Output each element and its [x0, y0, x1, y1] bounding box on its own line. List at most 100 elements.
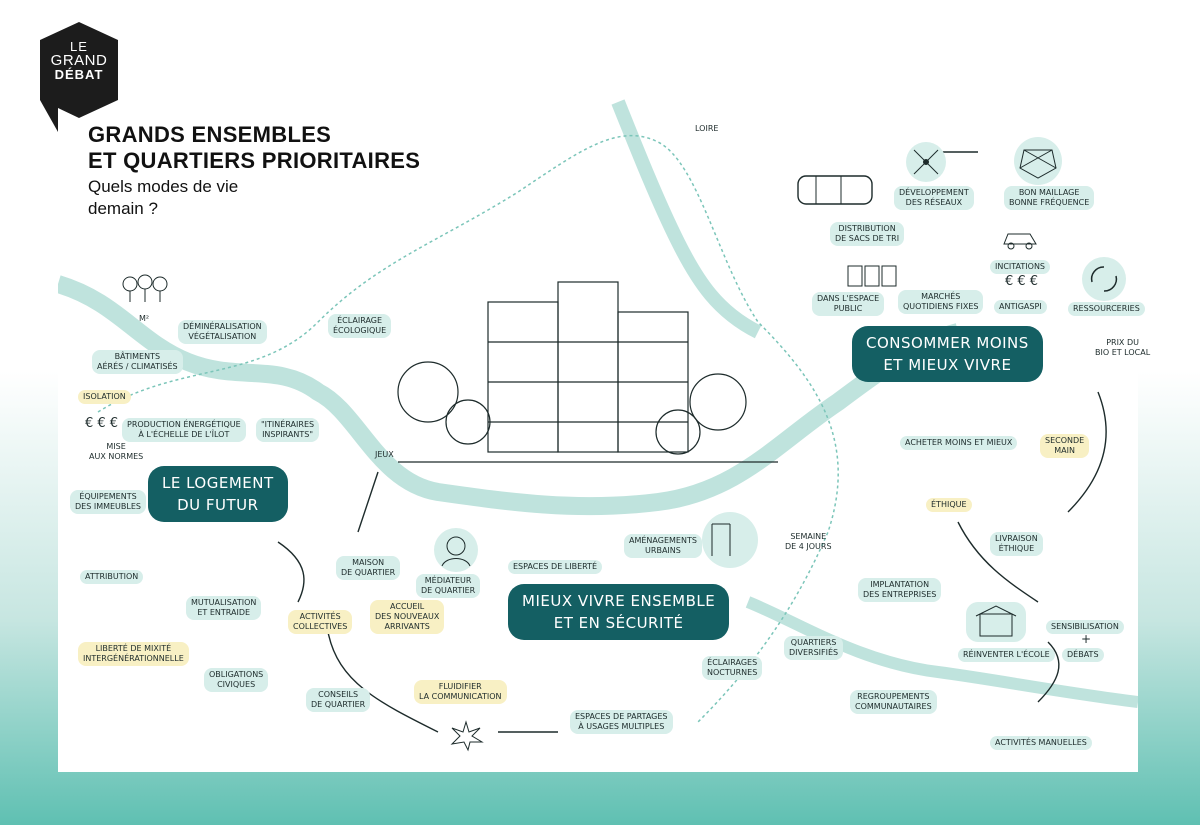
label-semaine-line-1: SEMAINE: [790, 532, 827, 541]
label-obligations-line-2: CIVIQUES: [217, 680, 256, 689]
label-regroupements-line-1: REGROUPEMENTS: [857, 692, 930, 701]
label-mediateur-line-1: MÉDIATEUR: [424, 576, 472, 585]
label-livraison-ethique: LIVRAISON ÉTHIQUE: [990, 532, 1043, 556]
logo-line-1: LE: [70, 39, 88, 54]
label-implantation-entreprises: IMPLANTATION DES ENTREPRISES: [858, 578, 942, 602]
label-obligations-civiques: OBLIGATIONS CIVIQUES: [204, 668, 269, 692]
network-icon: [906, 142, 946, 182]
community-burst-icon: [450, 720, 484, 752]
label-accueil-nouveaux-arrivants: ACCUEIL DES NOUVEAUX ARRIVANTS: [370, 600, 445, 634]
label-production-energetique: PRODUCTION ÉNERGÉTIQUE À L'ÉCHELLE DE L'…: [122, 418, 246, 442]
label-plus: +: [1081, 632, 1092, 646]
mediator-portrait-icon: [434, 528, 478, 572]
label-maillage-line-1: BON MAILLAGE: [1018, 188, 1080, 197]
title-line-2: ET QUARTIERS PRIORITAIRES: [88, 148, 421, 173]
label-liberte-mixite: LIBERTÉ DE MIXITÉ INTERGÉNÉRATIONNELLE: [78, 642, 189, 666]
section-logement-line-2: DU FUTUR: [177, 496, 259, 514]
river-right: [611, 99, 762, 339]
label-mutualisation: MUTUALISATION ET ENTRAIDE: [186, 596, 262, 620]
label-bon-maillage: BON MAILLAGE BONNE FRÉQUENCE: [1004, 186, 1095, 210]
label-reinventer-ecole: RÉINVENTER L'ÉCOLE: [958, 648, 1055, 662]
label-marches-line-1: MARCHÉS: [921, 292, 961, 301]
label-activites-collectives: ACTIVITÉS COLLECTIVES: [288, 610, 353, 634]
label-antigaspi: ANTIGASPI: [994, 300, 1047, 314]
label-fluidifier-communication: FLUIDIFIER LA COMMUNICATION: [414, 680, 507, 704]
label-partages-line-2: À USAGES MULTIPLES: [578, 722, 665, 731]
label-distribution-line-2: DE SACS DE TRI: [835, 234, 900, 243]
label-liberte-line-2: INTERGÉNÉRATIONNELLE: [83, 654, 184, 663]
page-title: GRANDS ENSEMBLES ET QUARTIERS PRIORITAIR…: [88, 122, 420, 174]
label-demineralisation: DÉMINÉRALISATION VÉGÉTALISATION: [178, 320, 267, 344]
label-distribution-line-1: DISTRIBUTION: [838, 224, 896, 233]
label-obligations-line-1: OBLIGATIONS: [209, 670, 264, 679]
label-attribution: ATTRIBUTION: [80, 570, 144, 584]
label-espace-public-line-2: PUBLIC: [833, 304, 863, 313]
mesh-network-icon: [1014, 137, 1062, 185]
label-equipements-line-2: DES IMMEUBLES: [75, 502, 141, 511]
school-icon: [966, 602, 1026, 642]
label-maillage-line-2: BONNE FRÉQUENCE: [1009, 198, 1090, 207]
subtitle-line-1: Quels modes de vie: [88, 177, 239, 196]
label-conseils-line-2: DE QUARTIER: [311, 700, 366, 709]
label-implantation-line-2: DES ENTREPRISES: [863, 590, 937, 599]
label-partages-line-1: ESPACES DE PARTAGES: [575, 712, 668, 721]
label-activites-line-2: COLLECTIVES: [293, 622, 348, 631]
label-conseils-de-quartier: CONSEILS DE QUARTIER: [306, 688, 371, 712]
section-ensemble-line-1: MIEUX VIVRE ENSEMBLE: [522, 592, 716, 610]
river-left: [58, 275, 961, 516]
urban-fitness-icon: [702, 512, 758, 568]
label-ethique: ÉTHIQUE: [926, 498, 972, 512]
label-eclairage-line-2: ÉCOLOGIQUE: [333, 326, 387, 335]
label-mutualisation-line-1: MUTUALISATION: [191, 598, 257, 607]
label-accueil-line-1: ACCUEIL: [390, 602, 425, 611]
section-consommer-moins: CONSOMMER MOINS ET MIEUX VIVRE: [852, 326, 1043, 382]
label-fluidifier-line-1: FLUIDIFIER: [438, 682, 482, 691]
recycle-icon: [1082, 257, 1126, 301]
label-regroupements-line-2: COMMUNAUTAIRES: [855, 702, 932, 711]
label-equipements: ÉQUIPEMENTS DES IMMEUBLES: [70, 490, 146, 514]
label-batiments-line-1: BÂTIMENTS: [114, 352, 161, 361]
label-dans-espace-public: DANS L'ESPACE PUBLIC: [812, 292, 885, 316]
label-nocturnes-line-2: NOCTURNES: [707, 668, 758, 677]
label-mediateur-line-2: DE QUARTIER: [421, 586, 476, 595]
label-mise-aux-normes: MISE AUX NORMES: [84, 440, 148, 464]
label-eclairages-nocturnes: ÉCLAIRAGES NOCTURNES: [702, 656, 763, 680]
label-prix-line-2: BIO ET LOCAL: [1095, 348, 1151, 357]
label-seconde-line-2: MAIN: [1054, 446, 1075, 455]
section-mieux-vivre-ensemble: MIEUX VIVRE ENSEMBLE ET EN SÉCURITÉ: [508, 584, 730, 640]
label-activites-manuelles: ACTIVITÉS MANUELLES: [990, 736, 1092, 750]
electric-car-icon: [1003, 233, 1037, 250]
label-espaces-de-liberte: ESPACES DE LIBERTÉ: [508, 560, 603, 574]
label-itineraires-inspirants: "ITINÉRAIRES INSPIRANTS": [256, 418, 320, 442]
trees-icon: [122, 274, 168, 302]
label-quartiers-line-1: QUARTIERS: [790, 638, 837, 647]
label-demineralisation-line-2: VÉGÉTALISATION: [188, 332, 257, 341]
label-fluidifier-line-2: LA COMMUNICATION: [419, 692, 502, 701]
label-distribution-sacs: DISTRIBUTION DE SACS DE TRI: [830, 222, 905, 246]
page-subtitle: Quels modes de vie demain ?: [88, 176, 238, 220]
label-batiments-line-2: AÉRÉS / CLIMATISÉS: [97, 362, 178, 371]
label-amenagements-line-2: URBAINS: [645, 546, 681, 555]
label-liberte-line-1: LIBERTÉ DE MIXITÉ: [95, 644, 172, 653]
label-mise-line-1: MISE: [106, 442, 126, 451]
label-equipements-line-1: ÉQUIPEMENTS: [79, 492, 137, 501]
label-jeux: JEUX: [375, 450, 394, 459]
label-marches-quotidiens: MARCHÉS QUOTIDIENS FIXES: [898, 290, 984, 314]
label-itineraires-line-2: INSPIRANTS": [262, 430, 314, 439]
label-debats: DÉBATS: [1062, 648, 1104, 662]
label-regroupements-communautaires: REGROUPEMENTS COMMUNAUTAIRES: [850, 690, 937, 714]
label-conseils-line-1: CONSEILS: [318, 690, 359, 699]
label-demineralisation-line-1: DÉMINÉRALISATION: [183, 322, 262, 331]
label-incitations-euro: € € €: [1005, 274, 1039, 289]
recycling-bins-icon: [847, 265, 897, 287]
label-livraison-line-1: LIVRAISON: [995, 534, 1038, 543]
label-accueil-line-2: DES NOUVEAUX: [375, 612, 440, 621]
label-euro: € € €: [85, 416, 119, 431]
logo-text: LE GRAND DÉBAT: [40, 40, 118, 82]
label-mediateur-de-quartier: MÉDIATEUR DE QUARTIER: [416, 574, 481, 598]
section-consommer-line-1: CONSOMMER MOINS: [866, 334, 1029, 352]
label-maison-line-2: DE QUARTIER: [341, 568, 396, 577]
title-line-1: GRANDS ENSEMBLES: [88, 122, 332, 147]
label-prix-line-1: PRIX DU: [1106, 338, 1139, 347]
label-prix-bio-local: PRIX DU BIO ET LOCAL: [1090, 336, 1155, 360]
